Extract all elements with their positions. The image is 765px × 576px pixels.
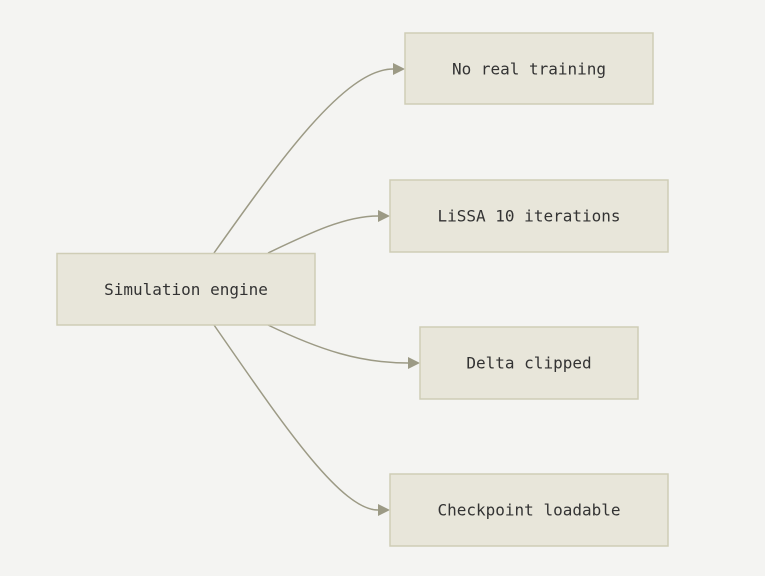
node-label-checkpoint-loadable: Checkpoint loadable [437, 501, 620, 520]
edge-source-to-delta-clipped [267, 324, 409, 364]
edge-source-to-no-real-training [213, 68, 394, 254]
node-simulation-engine: Simulation engine [56, 252, 316, 326]
node-label-no-real-training: No real training [452, 60, 606, 79]
node-label-delta-clipped: Delta clipped [466, 354, 591, 373]
edge-source-to-lissa [267, 215, 379, 254]
node-checkpoint-loadable: Checkpoint loadable [389, 473, 669, 547]
node-box [389, 179, 669, 253]
arrowhead-delta-clipped [408, 357, 420, 369]
node-label-simulation-engine: Simulation engine [104, 280, 268, 299]
node-box [389, 473, 669, 547]
edge-source-to-checkpoint [213, 324, 379, 511]
arrowhead-lissa [378, 210, 390, 222]
arrowhead-no-real-training [393, 63, 405, 75]
node-box [404, 32, 654, 105]
node-box [56, 252, 316, 326]
node-label-lissa-iterations: LiSSA 10 iterations [437, 207, 620, 226]
node-lissa-iterations: LiSSA 10 iterations [389, 179, 669, 253]
node-delta-clipped: Delta clipped [419, 326, 639, 400]
node-box [419, 326, 639, 400]
node-no-real-training: No real training [404, 32, 654, 105]
arrowhead-checkpoint [378, 504, 390, 516]
